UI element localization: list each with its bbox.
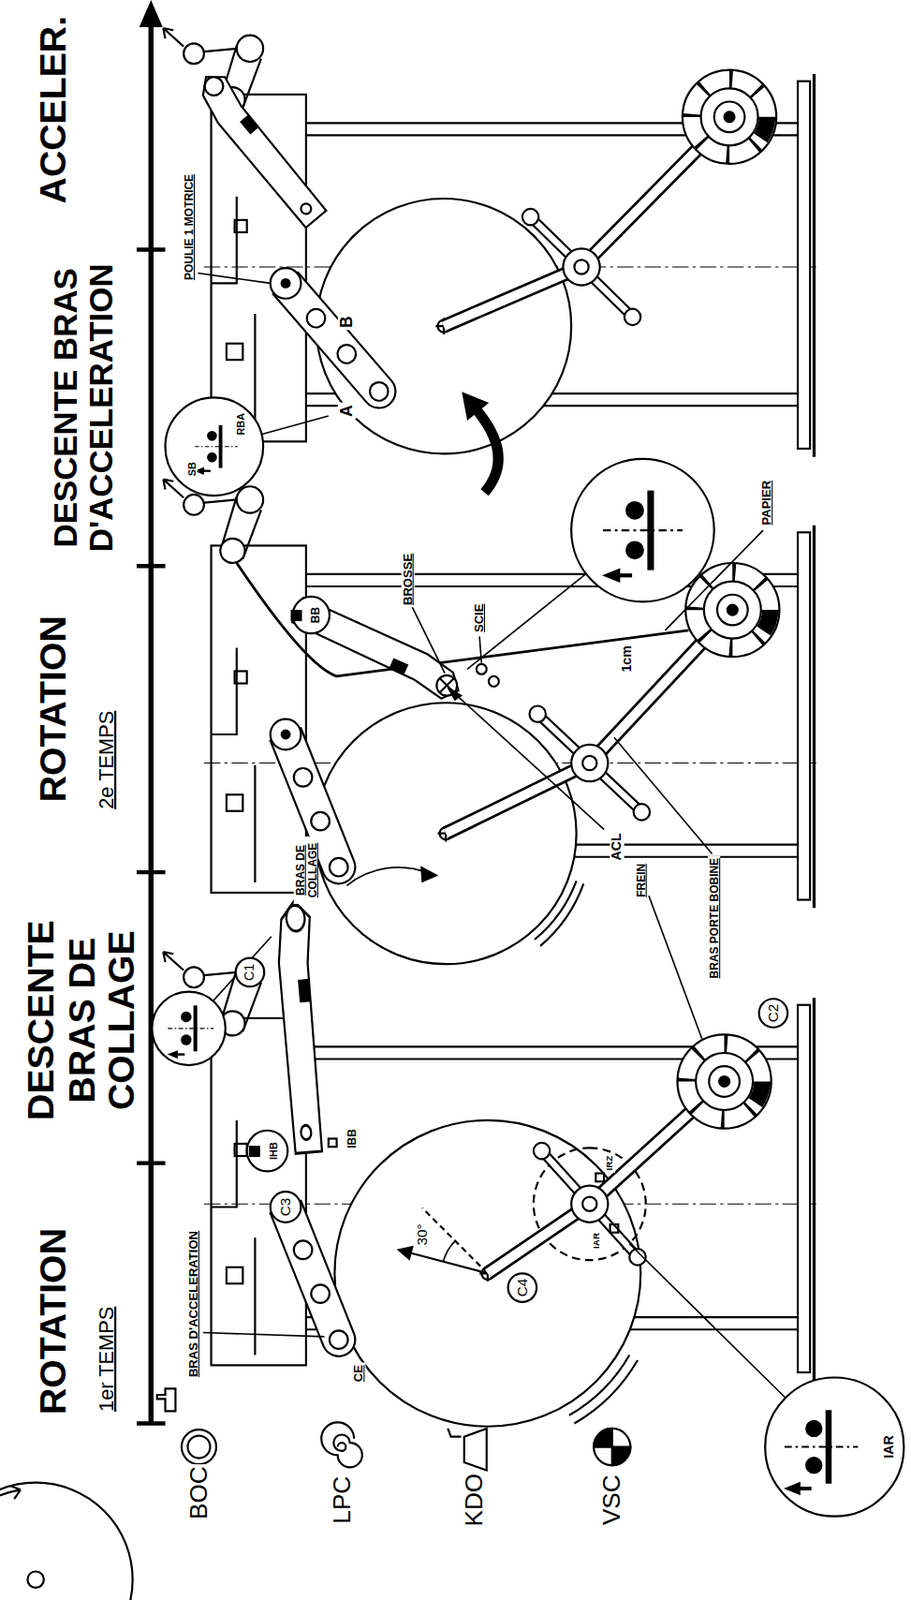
legend-label: VSC bbox=[598, 1471, 626, 1527]
leader-lines bbox=[197, 273, 786, 1398]
part-label: BRAS PORTE BOBINE bbox=[707, 855, 720, 981]
sensor-label: IHB bbox=[267, 1139, 280, 1161]
stage-heading: DESCENTE BRAS DE COLLAGE bbox=[20, 908, 142, 1132]
splicing-arms bbox=[190, 67, 499, 1171]
stage-heading: ACCELER. bbox=[32, 14, 74, 206]
stage-subheading: 1er TEMPS bbox=[94, 1304, 118, 1414]
brakes bbox=[676, 70, 779, 1129]
stage-heading: ROTATION bbox=[32, 613, 74, 804]
sensor-label: IAR bbox=[591, 1230, 603, 1250]
legend-label: KDO bbox=[460, 1470, 488, 1529]
part-label: FREIN bbox=[634, 861, 647, 899]
stage-heading: ROTATION bbox=[32, 1225, 74, 1416]
legend-label: LPC bbox=[328, 1473, 356, 1526]
point-label: B bbox=[337, 313, 356, 330]
callout-number: C4 bbox=[514, 1276, 530, 1299]
sequence-bar bbox=[136, 2, 166, 1424]
callout-number: C2 bbox=[765, 1001, 782, 1025]
detail-circles bbox=[151, 396, 904, 1515]
part-label: SCIE bbox=[472, 601, 486, 634]
part-label: BROSSE bbox=[401, 551, 415, 608]
sensor-label: IBB bbox=[345, 1126, 358, 1150]
sensor-label: IAR bbox=[881, 1432, 897, 1460]
stage-heading: DESCENTE BRAS D'ACCELERATION bbox=[47, 244, 120, 572]
part-label: CE bbox=[352, 1362, 366, 1384]
callout-circles bbox=[235, 957, 788, 1302]
part-label: POULIE 1 MOTRICE bbox=[182, 172, 195, 283]
sensor-label: SB bbox=[186, 459, 198, 479]
stage-subheading: 2e TEMPS bbox=[94, 708, 118, 811]
part-label: BRAS DE COLLAGE bbox=[293, 836, 319, 904]
part-label: BRAS D'ACCELERATION bbox=[187, 1228, 201, 1379]
angle-label: 30° bbox=[414, 1220, 431, 1247]
point-label: A bbox=[337, 402, 356, 419]
callout-number: C1 bbox=[242, 961, 258, 983]
dimension-label: 1cm bbox=[619, 643, 635, 675]
sensor-label: ACL bbox=[609, 830, 625, 862]
part-label: PAPIER bbox=[760, 478, 774, 528]
sensor-label: IRZ bbox=[604, 1153, 616, 1173]
sensor-label: RBA bbox=[235, 411, 247, 438]
acceleration-arms bbox=[269, 254, 401, 1356]
sensor-label: BB bbox=[308, 604, 322, 626]
feed-roll bbox=[0, 1482, 133, 1600]
callout-number: C3 bbox=[278, 1195, 294, 1219]
legend-label: BOC bbox=[185, 1463, 213, 1521]
